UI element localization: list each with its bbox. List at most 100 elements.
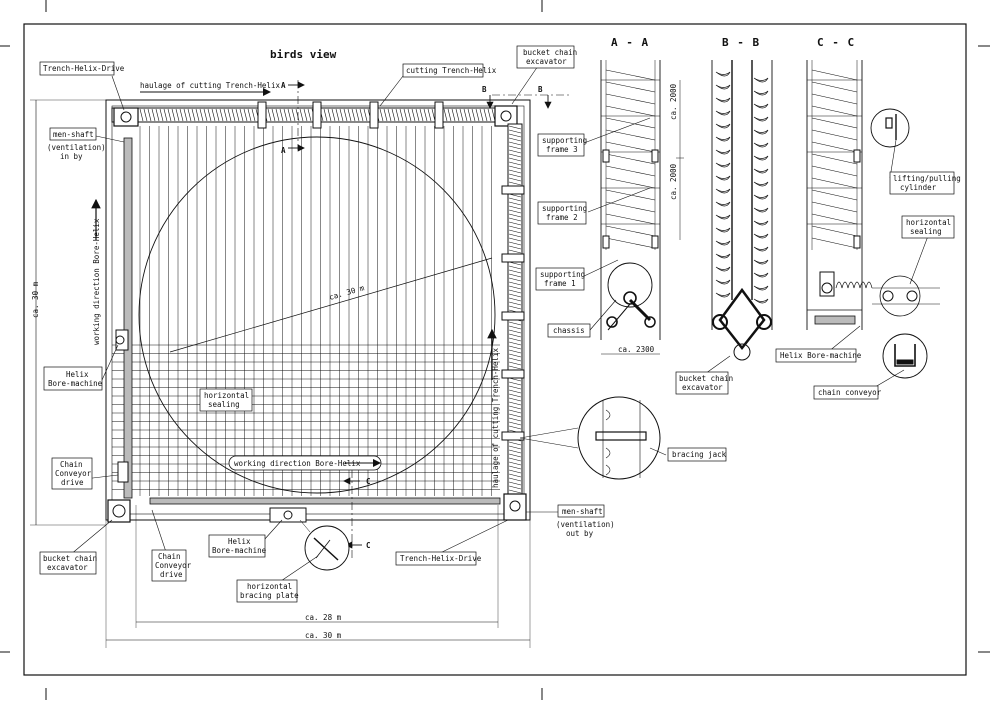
coil-stroke xyxy=(267,108,272,122)
label-chassis: chassis xyxy=(553,326,585,335)
coil-stroke xyxy=(508,405,522,410)
coil-stroke xyxy=(508,201,522,206)
coil-stroke xyxy=(215,108,220,122)
section-bb xyxy=(711,60,773,361)
coil-stroke xyxy=(391,108,396,122)
coil-stroke xyxy=(387,108,392,122)
bucket xyxy=(715,253,731,259)
label-helix-bm-bottom-l1: Helix xyxy=(228,537,251,546)
coil-stroke xyxy=(508,393,522,398)
frame-bar xyxy=(605,69,656,81)
coil-stroke xyxy=(335,108,340,122)
bucket xyxy=(753,246,769,252)
coil-stroke xyxy=(407,108,412,122)
frame-bar xyxy=(811,225,858,237)
coil-stroke xyxy=(247,108,252,122)
coil-stroke xyxy=(508,489,522,494)
label-bce-bottom-l2: excavator xyxy=(47,563,88,572)
coil-stroke xyxy=(207,108,212,122)
coil-stroke xyxy=(287,108,292,122)
coil-stroke xyxy=(508,361,522,366)
coil-stroke xyxy=(508,125,522,130)
bb-buckets xyxy=(715,71,769,304)
bucket xyxy=(753,194,769,200)
coil-stroke xyxy=(508,297,522,302)
label-helix-bm-bottom-l2: Bore-machine xyxy=(212,546,267,555)
frame-bar xyxy=(811,213,858,225)
frame-bar xyxy=(811,237,858,249)
coil-stroke xyxy=(159,108,164,122)
cc-frame-bars xyxy=(807,69,862,249)
bucket xyxy=(753,259,769,265)
coil-stroke xyxy=(271,108,276,122)
coil-stroke xyxy=(395,108,400,122)
coil-stroke xyxy=(508,133,522,138)
coil-stroke xyxy=(508,213,522,218)
label-ventilation-out-l1: (ventilation) xyxy=(556,520,615,529)
bucket xyxy=(715,175,731,181)
coil-stroke xyxy=(508,353,522,358)
bucket xyxy=(715,84,731,90)
coil-stroke xyxy=(363,108,368,122)
coil-stroke xyxy=(508,265,522,270)
label-trench-helix-drive-bottom: Trench-Helix-Drive xyxy=(400,554,482,563)
coil-stroke xyxy=(199,108,204,122)
coil-stroke xyxy=(379,108,384,122)
bucket xyxy=(753,155,769,161)
label-ccd-bottom-l3: drive xyxy=(160,570,183,579)
coil-stroke xyxy=(508,345,522,350)
frame-bar xyxy=(811,69,858,81)
coil-stroke xyxy=(508,321,522,326)
coil-stroke xyxy=(239,108,244,122)
bucket xyxy=(715,110,731,116)
label-working-direction-vertical: working direction Bore-Helix xyxy=(92,218,101,345)
coil-stroke xyxy=(508,473,522,478)
coil-stroke xyxy=(508,205,522,210)
bucket xyxy=(715,136,731,142)
coil-stroke xyxy=(508,149,522,154)
cut-mark-a2: A xyxy=(281,146,286,155)
coil-stroke xyxy=(508,381,522,386)
label-bce-top-l2: excavator xyxy=(526,57,567,66)
label-trench-helix-drive-top: Trench-Helix-Drive xyxy=(43,64,125,73)
label-frame3-l1: supporting xyxy=(542,136,587,145)
bucket xyxy=(753,116,769,122)
frame-bar xyxy=(605,225,656,237)
bucket xyxy=(753,220,769,226)
leader-lines xyxy=(69,65,558,586)
bucket xyxy=(715,279,731,285)
label-working-direction-horizontal: working direction Bore-Helix xyxy=(234,459,361,468)
cut-mark-c1: C xyxy=(366,477,371,486)
coil-stroke xyxy=(508,209,522,214)
section-aa-title: A - A xyxy=(611,36,649,49)
frame-bar xyxy=(605,105,656,117)
coil-stroke xyxy=(183,108,188,122)
frame-bar xyxy=(811,81,858,93)
coil-stroke xyxy=(343,108,348,122)
frame-bar xyxy=(811,189,858,201)
coil-stroke xyxy=(508,197,522,202)
coil-stroke xyxy=(508,221,522,226)
coil-stroke xyxy=(508,177,522,182)
label-helix-bm-left-l2: Bore-machine xyxy=(48,379,103,388)
bucket xyxy=(753,129,769,135)
bucket xyxy=(715,266,731,272)
frame-bar xyxy=(811,201,858,213)
frame-bar xyxy=(811,141,858,153)
coil-stroke xyxy=(219,108,224,122)
label-bracing-plate-l1: horizontal xyxy=(247,582,292,591)
coil-stroke xyxy=(508,161,522,166)
coil-stroke xyxy=(383,108,388,122)
bucket xyxy=(715,97,731,103)
coil-stroke xyxy=(508,477,522,482)
coil-stroke xyxy=(403,108,408,122)
coil-stroke xyxy=(475,108,480,122)
coil-stroke xyxy=(508,285,522,290)
coil-stroke xyxy=(508,145,522,150)
coil-stroke xyxy=(163,108,168,122)
label-horizontal-sealing-l2: sealing xyxy=(208,400,240,409)
coil-stroke xyxy=(508,349,522,354)
labels: birds view A - A B - B C - C A A B B C C… xyxy=(39,36,961,603)
coil-stroke xyxy=(508,245,522,250)
